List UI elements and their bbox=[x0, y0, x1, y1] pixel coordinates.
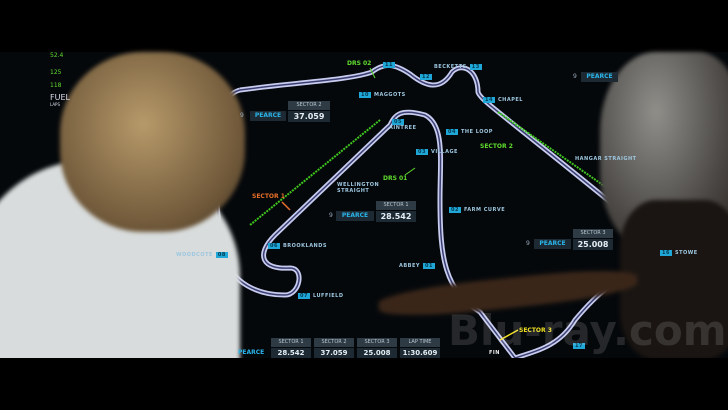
turn-hangar-straight: HANGAR STRAIGHT bbox=[575, 156, 637, 162]
summary-header: SECTOR 2 bbox=[314, 338, 354, 347]
card-header: SECTOR 1 bbox=[376, 201, 416, 210]
turn-12: 12 bbox=[420, 74, 432, 80]
letterbox-bottom bbox=[0, 358, 728, 410]
track-centerline bbox=[214, 64, 654, 358]
sector-3-line bbox=[499, 329, 519, 341]
turn-17: 17 bbox=[573, 343, 585, 349]
summary-driver: PEARCE bbox=[238, 349, 265, 356]
card-position: 9 bbox=[526, 240, 530, 247]
summary-value: 28.542 bbox=[271, 348, 311, 358]
card-driver: PEARCE bbox=[250, 111, 286, 121]
card-position: 9 bbox=[240, 112, 244, 119]
drs-zone-2 bbox=[497, 111, 611, 191]
person-right-body bbox=[620, 200, 728, 360]
sector-3-label: SECTOR 3 bbox=[519, 327, 552, 334]
summary-value: 37.059 bbox=[314, 348, 354, 358]
sector-1-line bbox=[281, 201, 291, 211]
card-header: SECTOR 3 bbox=[573, 229, 613, 238]
silverstone-track-map bbox=[213, 63, 656, 358]
drs-01-label: DRS 01 bbox=[383, 175, 408, 182]
finish-label: FIN bbox=[489, 350, 500, 356]
card-driver: PEARCE bbox=[534, 239, 571, 249]
fuel-label: FUEL bbox=[50, 93, 70, 102]
turn-11: 11 bbox=[383, 62, 395, 68]
person-left-head bbox=[60, 52, 245, 232]
summary-value: 1:30.609 bbox=[400, 348, 440, 358]
readout-2: 118 bbox=[50, 82, 62, 89]
drs-02-label: DRS 02 bbox=[347, 60, 372, 67]
drs-zone-1 bbox=[249, 119, 381, 226]
summary-header: SECTOR 1 bbox=[271, 338, 311, 347]
readout-1: 125 bbox=[50, 69, 62, 76]
summary-header: SECTOR 3 bbox=[357, 338, 397, 347]
card-time: 37.059 bbox=[288, 111, 330, 122]
watermark: Blu-ray.com bbox=[448, 306, 727, 355]
telemetry-panel: 52.4 125 118 FUEL LAPS bbox=[50, 52, 70, 107]
card-position: 9 bbox=[573, 73, 577, 80]
drs-01-pointer bbox=[404, 167, 416, 176]
card-driver: PEARCE bbox=[336, 211, 374, 221]
sector-2-label: SECTOR 2 bbox=[480, 143, 513, 150]
card-driver: PEARCE bbox=[581, 72, 618, 82]
card-header: SECTOR 2 bbox=[288, 101, 330, 110]
speed-readout: 52.4 bbox=[50, 52, 64, 59]
sector-1-label: SECTOR 1 bbox=[252, 193, 285, 200]
card-position: 9 bbox=[329, 212, 333, 219]
card-time: 28.542 bbox=[376, 211, 416, 222]
laps-label: LAPS bbox=[50, 102, 61, 107]
summary-header: LAP TIME bbox=[400, 338, 440, 347]
card-time: 25.008 bbox=[573, 239, 613, 250]
drs-02-pointer bbox=[369, 67, 376, 79]
summary-value: 25.008 bbox=[357, 348, 397, 358]
